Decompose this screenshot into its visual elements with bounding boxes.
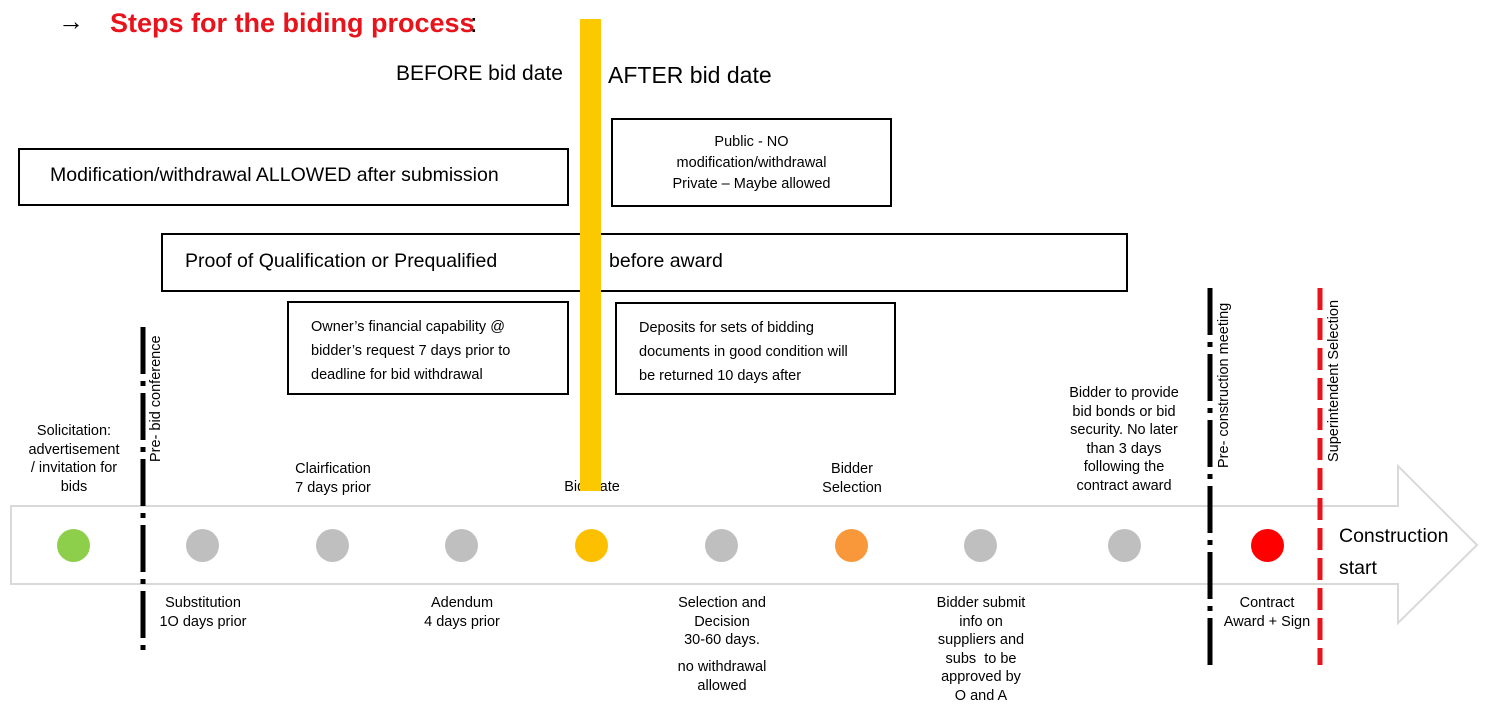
pre-construction-meeting-label: Pre- construction meeting — [1216, 302, 1232, 468]
no-withdrawal-line-2: allowed — [697, 677, 747, 694]
before-bid-date-label: BEFORE bid date — [396, 62, 563, 85]
bidder-submit-line-2: info on — [959, 613, 1003, 630]
bid-bonds-line-2: bid bonds or bid — [1072, 403, 1176, 420]
bidder-selection-line-2: Selection — [822, 479, 882, 496]
solicitation-label: Solicitation: advertisement / invitation… — [14, 422, 134, 496]
bid-bonds-line-6: contract award — [1076, 477, 1172, 494]
bid-bonds-line-5: following the — [1083, 459, 1165, 475]
public-no-text: Public - NO — [714, 134, 789, 150]
pre-bid-conference-label: Pre- bid conference — [148, 335, 164, 462]
superintendent-selection-label: Superintendent Selection — [1326, 299, 1342, 462]
contract-line-2: Award + Sign — [1223, 613, 1311, 630]
bid-bonds-line-1: Bidder to provide — [1069, 385, 1179, 401]
deposits-line-1: Deposits for sets of bidding — [639, 320, 814, 336]
selection-decision-dot — [705, 529, 738, 562]
contract-line-1: Contract — [1239, 595, 1295, 611]
selection-decision-label: Selection and Decision 30-60 days. — [657, 594, 787, 650]
bid-date-dot — [575, 529, 608, 562]
selection-decision-line-3: 30-60 days. — [684, 632, 760, 648]
contract-award-dot — [1251, 529, 1284, 562]
after-bid-date-label: AFTER bid date — [608, 62, 772, 88]
bid-bonds-label: Bidder to provide bid bonds or bid secur… — [1049, 384, 1199, 495]
proof-qualification-text: Proof of Qualification or Prequalified — [185, 250, 498, 272]
proof-of-qualification-box: Proof of Qualification or Prequalified b… — [161, 233, 1128, 292]
bidder-submit-line-1: Bidder submit — [936, 595, 1026, 611]
bid-bonds-dot — [1108, 529, 1141, 562]
selection-decision-line-1: Selection and — [678, 595, 766, 611]
no-withdrawal-line-1: no withdrawal — [677, 659, 767, 675]
page-title: Steps for the biding process — [110, 8, 475, 38]
owner-financial-line-2: bidder’s request 7 days prior to — [311, 343, 511, 359]
deposits-line-3: be returned 10 days after — [639, 368, 802, 384]
title-colon: : — [470, 8, 478, 38]
bidder-submit-dot — [964, 529, 997, 562]
private-maybe-text: Private – Maybe allowed — [672, 176, 831, 192]
clarification-line-2: 7 days prior — [295, 479, 371, 496]
substitution-line-2: 1O days prior — [159, 613, 247, 630]
bid-bonds-line-3: security. No later — [1070, 422, 1178, 438]
modification-withdrawal-text: modification/withdrawal — [676, 155, 827, 171]
construction-line: Construction — [1339, 525, 1449, 547]
owner-financial-line-3: deadline for bid withdrawal — [311, 367, 483, 383]
no-withdrawal-label: no withdrawal allowed — [657, 658, 787, 695]
adendum-label: Adendum 4 days prior — [402, 594, 522, 631]
solicitation-line-4: bids — [60, 478, 88, 495]
bidder-submit-line-6: O and A — [954, 687, 1008, 704]
bidder-selection-label: Bidder Selection — [797, 460, 907, 497]
construction-start-label: Construction start — [1339, 520, 1448, 584]
bidder-submit-line-4: subs to be — [945, 650, 1017, 667]
adendum-line-2: 4 days prior — [424, 613, 500, 630]
title-arrow-icon: → — [58, 6, 84, 36]
deposits-box: Deposits for sets of bidding documents i… — [615, 302, 896, 395]
clarification-line-1: Clairfication — [295, 461, 371, 477]
substitution-dot — [186, 529, 219, 562]
modification-allowed-box: Modification/withdrawal ALLOWED after su… — [18, 148, 569, 206]
bidder-selection-line-1: Bidder — [831, 461, 873, 477]
start-line: start — [1339, 557, 1377, 579]
substitution-label: Substitution 1O days prior — [143, 594, 263, 631]
bidder-selection-dot — [835, 529, 868, 562]
bid-bonds-line-4: than 3 days — [1086, 440, 1162, 457]
solicitation-dot — [57, 529, 90, 562]
solicitation-line-3: / invitation for — [30, 460, 118, 476]
bid-date-bar — [580, 19, 601, 491]
deposits-line-2: documents in good condition will — [639, 344, 848, 360]
clarification-label: Clairfication 7 days prior — [268, 460, 398, 497]
bidder-submit-line-3: suppliers and — [937, 632, 1025, 648]
modification-allowed-text: Modification/withdrawal ALLOWED after su… — [50, 164, 499, 186]
selection-decision-line-2: Decision — [694, 613, 750, 630]
before-award-text: before award — [609, 250, 723, 272]
public-private-box: Public - NO modification/withdrawal Priv… — [611, 118, 892, 207]
clarification-dot — [316, 529, 349, 562]
owner-financial-box: Owner’s financial capability @ bidder’s … — [287, 301, 569, 395]
bidder-submit-line-5: approved by — [941, 669, 1021, 685]
adendum-line-1: Adendum — [430, 595, 494, 611]
contract-award-label: Contract Award + Sign — [1212, 594, 1322, 631]
solicitation-line-2: advertisement — [28, 441, 120, 458]
substitution-line-1: Substitution — [165, 595, 241, 611]
solicitation-line-1: Solicitation: — [36, 423, 112, 439]
bidder-submit-label: Bidder submit info on suppliers and subs… — [916, 594, 1046, 705]
owner-financial-line-1: Owner’s financial capability @ — [311, 319, 505, 335]
adendum-dot — [445, 529, 478, 562]
